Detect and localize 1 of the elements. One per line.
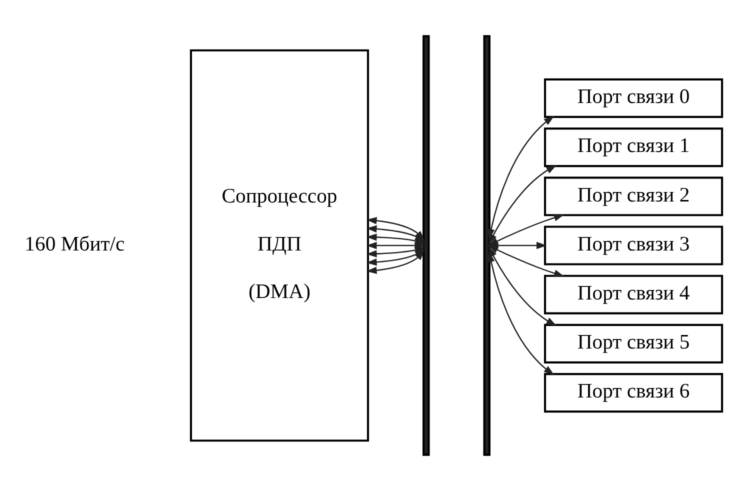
label: 160 Мбит/с [24,232,125,255]
